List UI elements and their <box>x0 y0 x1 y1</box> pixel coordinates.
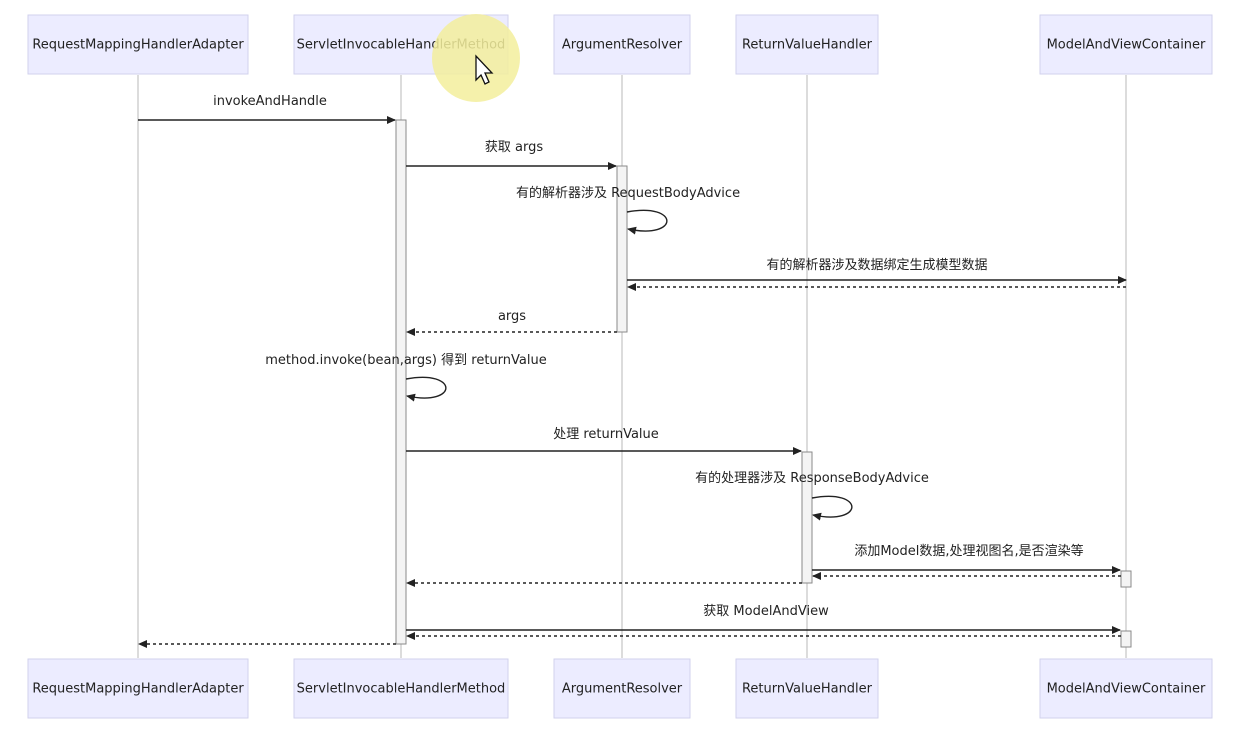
activation-container-1 <box>1120 570 1132 588</box>
message-get-args: 获取 args <box>406 140 617 170</box>
activation-resolver <box>616 165 628 333</box>
messages: invokeAndHandle 获取 args 有的解析器涉及 RequestB… <box>138 94 1127 648</box>
message-label: 添加Model数据,处理视图名,是否渲染等 <box>854 543 1083 559</box>
activation-method <box>395 119 407 645</box>
cursor-arrow <box>475 54 494 85</box>
message-label: 处理 returnValue <box>553 427 659 442</box>
message-label: 有的解析器涉及 RequestBodyAdvice <box>516 185 740 201</box>
actor-label: ModelAndViewContainer <box>1047 38 1206 53</box>
actor-handler-bottom[interactable]: ReturnValueHandler <box>735 658 879 719</box>
message-response-body-advice: 有的处理器涉及 ResponseBodyAdvice <box>695 470 929 521</box>
message-self-loop-arrow <box>405 376 447 402</box>
actor-label: ModelAndViewContainer <box>1047 682 1206 697</box>
message-label: 获取 ModelAndView <box>703 604 829 619</box>
message-method-invoke: method.invoke(bean,args) 得到 returnValue <box>265 352 547 402</box>
actor-container-bottom[interactable]: ModelAndViewContainer <box>1039 658 1213 719</box>
message-data-binding: 有的解析器涉及数据绑定生成模型数据 <box>627 257 1127 284</box>
mouse-pointer-icon <box>432 14 520 102</box>
actor-resolver-top[interactable]: ArgumentResolver <box>553 14 691 75</box>
message-label: 有的解析器涉及数据绑定生成模型数据 <box>766 257 987 273</box>
actors-top: RequestMappingHandlerAdapter ServletInvo… <box>27 14 1213 75</box>
actor-label: ArgumentResolver <box>562 682 683 697</box>
actor-label: RequestMappingHandlerAdapter <box>32 682 244 697</box>
message-request-body-advice: 有的解析器涉及 RequestBodyAdvice <box>516 185 740 235</box>
message-label: 有的处理器涉及 ResponseBodyAdvice <box>695 470 929 486</box>
actor-resolver-bottom[interactable]: ArgumentResolver <box>553 658 691 719</box>
message-add-model: 添加Model数据,处理视图名,是否渲染等 <box>812 543 1121 574</box>
activation-container-2 <box>1120 630 1132 648</box>
actor-label: ArgumentResolver <box>562 38 683 53</box>
actor-method-bottom[interactable]: ServletInvocableHandlerMethod <box>293 658 509 719</box>
message-args-return: args <box>406 309 617 336</box>
actor-handler-top[interactable]: ReturnValueHandler <box>735 14 879 75</box>
message-get-model-and-view: 获取 ModelAndView <box>406 604 1121 634</box>
actor-adapter-bottom[interactable]: RequestMappingHandlerAdapter <box>27 658 249 719</box>
message-label: 获取 args <box>485 140 543 155</box>
message-invoke-and-handle: invokeAndHandle <box>138 94 396 124</box>
actor-label: RequestMappingHandlerAdapter <box>32 38 244 53</box>
message-handle-return-value: 处理 returnValue <box>406 427 802 455</box>
actor-label: ServletInvocableHandlerMethod <box>297 682 506 697</box>
message-label: method.invoke(bean,args) 得到 returnValue <box>265 352 546 368</box>
message-label: invokeAndHandle <box>213 94 327 109</box>
actor-container-top[interactable]: ModelAndViewContainer <box>1039 14 1213 75</box>
activations <box>395 119 1132 648</box>
activation-handler <box>801 451 813 584</box>
message-self-loop-arrow <box>626 209 668 235</box>
actors-bottom: RequestMappingHandlerAdapter ServletInvo… <box>27 658 1213 719</box>
actor-label: ReturnValueHandler <box>742 682 873 697</box>
actor-adapter-top[interactable]: RequestMappingHandlerAdapter <box>27 14 249 75</box>
actor-label: ReturnValueHandler <box>742 38 873 53</box>
message-label: args <box>498 309 526 324</box>
message-self-loop-arrow <box>811 495 853 521</box>
